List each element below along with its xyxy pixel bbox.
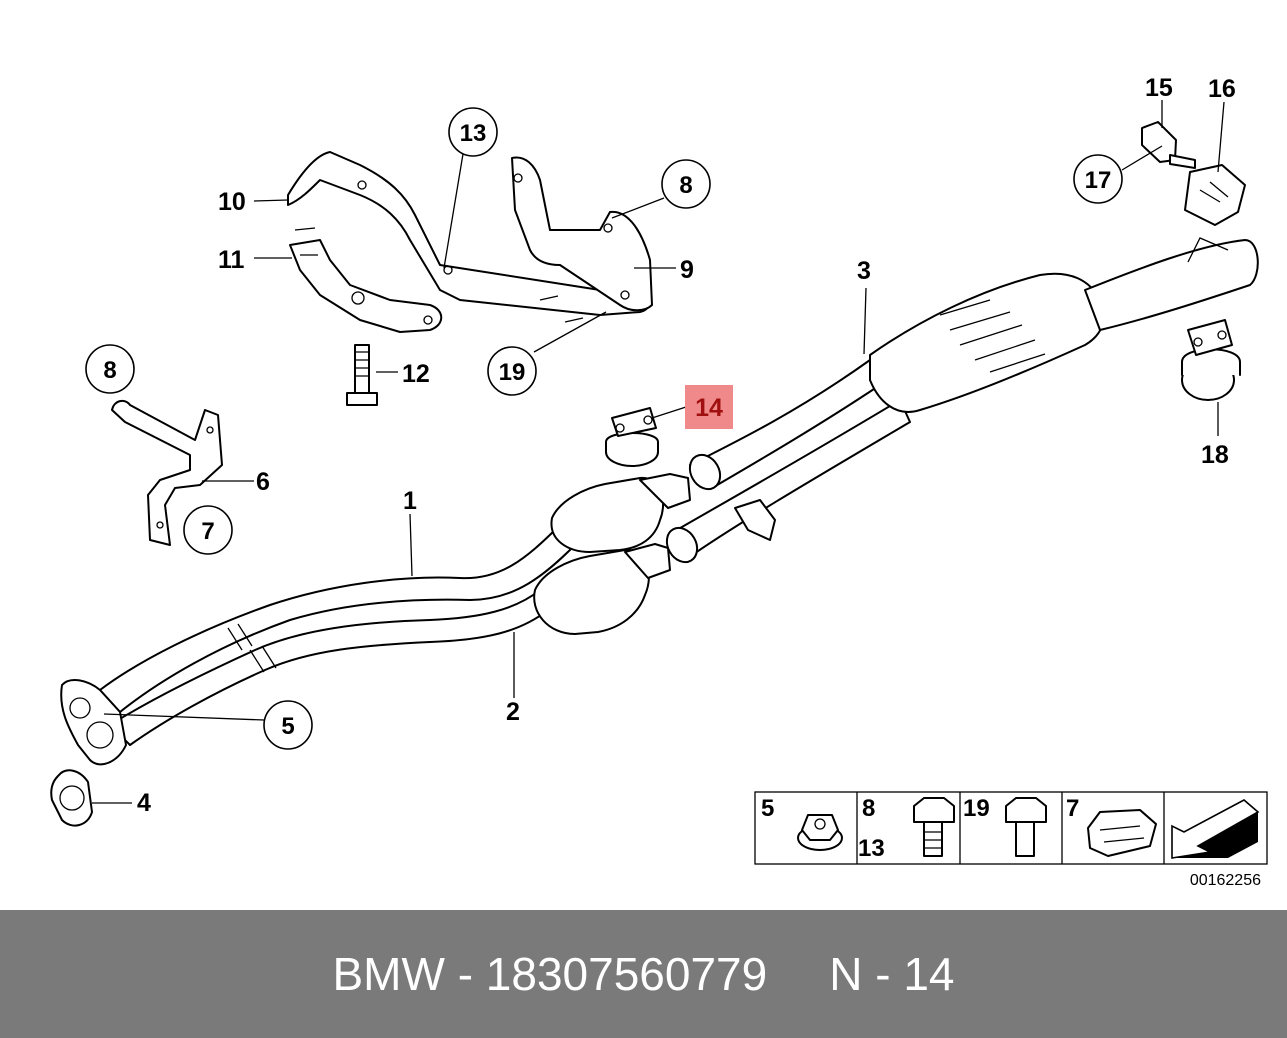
callout-label: 8 xyxy=(103,357,116,384)
label-9: 9 xyxy=(680,256,694,284)
clamp-18 xyxy=(1181,319,1241,401)
highlight-label: 14 xyxy=(695,394,723,422)
rear-silencer-assembly xyxy=(665,237,1259,564)
footer-bar: BMW - 18307560779 N - 14 xyxy=(0,910,1287,1038)
legend-cell-4-label: 7 xyxy=(1066,795,1079,822)
callout-13: 13 xyxy=(448,107,498,157)
callout-label: 13 xyxy=(460,120,487,147)
clamp-14 xyxy=(605,407,659,467)
callout-label: 7 xyxy=(201,518,214,545)
bracket-set xyxy=(287,151,653,333)
callout-7: 7 xyxy=(183,505,233,555)
reference-number: 00162256 xyxy=(1190,872,1261,889)
arrow-icon xyxy=(1171,799,1260,859)
callout-8-left: 8 xyxy=(85,344,135,394)
callout-8-upper: 8 xyxy=(661,159,711,209)
callout-17: 17 xyxy=(1073,154,1123,204)
legend-cell-2-label: 8 xyxy=(862,795,875,822)
label-2: 2 xyxy=(506,698,520,726)
legend-cell-1-label: 5 xyxy=(761,795,774,822)
callout-label: 19 xyxy=(499,359,526,386)
nut-icon xyxy=(797,814,843,851)
legend-cell-2-sublabel: 13 xyxy=(858,835,885,862)
bolt-icon xyxy=(913,797,955,857)
label-16: 16 xyxy=(1208,75,1236,103)
diagram-position: N - 14 xyxy=(829,948,955,1000)
label-10: 10 xyxy=(218,188,246,216)
parts-diagram: 13 8 17 19 8 7 5 10 11 12 9 3 15 16 18 6… xyxy=(50,74,1268,889)
callout-label: 5 xyxy=(281,713,294,740)
gasket xyxy=(50,769,93,827)
callout-label: 8 xyxy=(679,172,692,199)
brand-part-number: BMW - 18307560779 xyxy=(332,948,768,1000)
highlight-14[interactable]: 14 xyxy=(685,385,733,429)
legend-cell-3-label: 19 xyxy=(963,795,990,822)
holder-bracket xyxy=(111,399,223,546)
callout-5: 5 xyxy=(263,700,313,750)
label-18: 18 xyxy=(1201,441,1229,469)
legend-box: 5 8 13 19 7 xyxy=(754,791,1268,865)
clip-nut-icon xyxy=(1087,809,1157,857)
leader-lines xyxy=(92,100,1225,804)
label-3: 3 xyxy=(857,257,871,285)
screw-icon xyxy=(1005,797,1047,857)
label-15: 15 xyxy=(1145,74,1173,102)
label-11: 11 xyxy=(218,246,245,274)
front-pipe-assembly xyxy=(60,473,691,766)
bolt xyxy=(346,344,378,406)
label-6: 6 xyxy=(256,468,270,496)
label-1: 1 xyxy=(403,487,417,515)
label-4: 4 xyxy=(137,789,151,817)
callout-19: 19 xyxy=(487,346,537,396)
label-12: 12 xyxy=(402,360,430,388)
callout-label: 17 xyxy=(1085,167,1112,194)
hanger xyxy=(1141,121,1246,226)
